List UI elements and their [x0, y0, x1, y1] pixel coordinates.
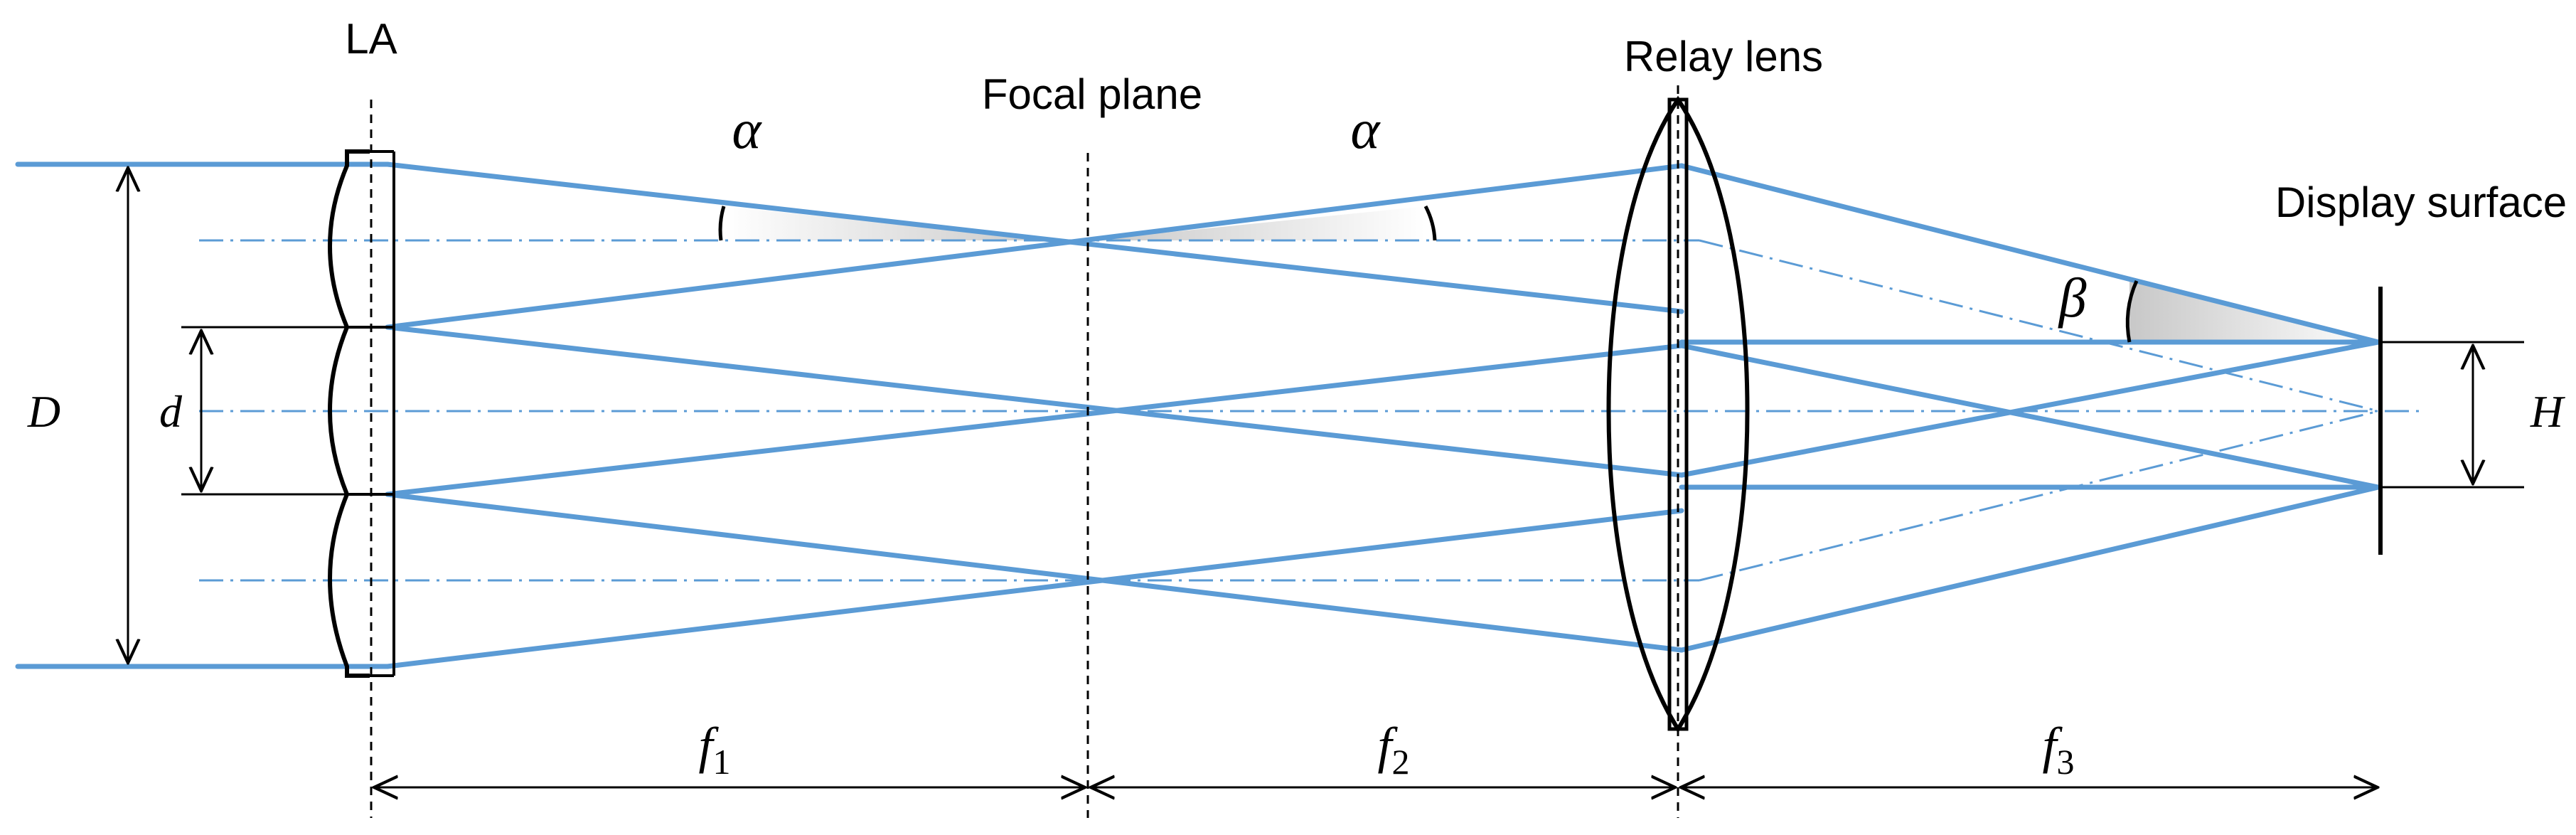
D-label: D [27, 386, 60, 437]
H-label: H [2530, 386, 2566, 437]
beta-arc [2125, 280, 2139, 343]
f1-subscript: 1 [713, 742, 731, 782]
alpha-left-label: α [732, 98, 763, 160]
relay-lens [1606, 85, 1750, 818]
ray [1679, 339, 2381, 478]
ray [385, 161, 1684, 314]
angle-shading [724, 206, 2378, 342]
axis-chief-bottom [1699, 410, 2379, 582]
dimensions [128, 168, 2524, 787]
ray [385, 324, 1684, 478]
f3-label: f3 [2042, 717, 2074, 782]
d-label: d [159, 386, 183, 437]
focal-plane-label: Focal plane [982, 70, 1202, 118]
ray [1679, 484, 2381, 653]
ray [385, 508, 1684, 669]
display-surface-label: Display surface [2275, 179, 2567, 226]
la-label: LA [345, 15, 397, 63]
alpha-right-label: α [1351, 98, 1381, 160]
ray [385, 491, 1684, 653]
ray [385, 163, 1684, 330]
lens-array-left-profile [328, 149, 370, 678]
text-labels: LA Focal plane Relay lens Display surfac… [27, 15, 2567, 782]
lens-array [328, 100, 395, 818]
f1-label: f1 [698, 717, 730, 782]
light-rays [15, 161, 2381, 669]
alpha-left-arc [718, 206, 726, 241]
f2-subscript: 2 [1392, 742, 1410, 782]
alpha-right-shade [1088, 206, 1426, 240]
ray [385, 343, 1684, 497]
axis-chief-top [1699, 239, 2379, 413]
ray [1679, 343, 2381, 490]
alpha-right-arc [1423, 205, 1437, 241]
relay-lens-label: Relay lens [1624, 33, 1823, 80]
angle-arcs [718, 205, 2139, 343]
beta-label: β [2058, 267, 2087, 329]
f2-label: f2 [1377, 717, 1409, 782]
f3-subscript: 3 [2057, 742, 2075, 782]
optical-axes [199, 239, 2421, 582]
ray [1679, 163, 2381, 345]
